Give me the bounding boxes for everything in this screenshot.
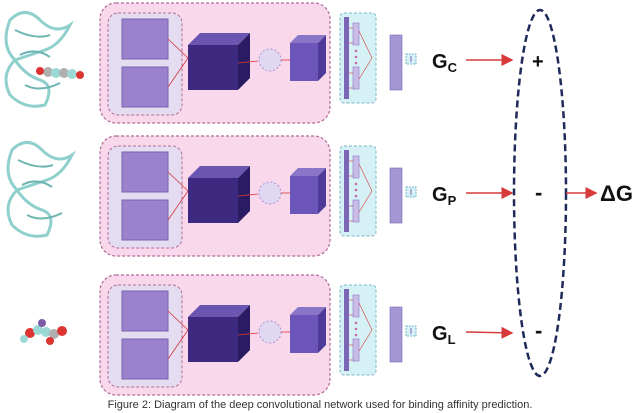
conv2-cube xyxy=(290,43,318,81)
fc-unit xyxy=(352,66,360,90)
fc-ellipsis-dot xyxy=(354,182,358,186)
sign-minus-protein: - xyxy=(535,180,542,205)
figure-caption: Figure 2: Diagram of the deep convolutio… xyxy=(107,399,533,411)
conv2-cube xyxy=(290,315,318,353)
input-channel-square xyxy=(121,151,169,193)
pooling-node xyxy=(258,181,282,205)
output-label-complex: GC xyxy=(432,51,458,75)
output-arrow xyxy=(465,326,514,339)
fc-unit xyxy=(352,294,360,318)
conv-cube xyxy=(188,45,238,90)
ligand-structure-image xyxy=(20,319,67,345)
dense-layer xyxy=(389,167,403,224)
network-row-protein: GP xyxy=(99,135,514,257)
conv-cube xyxy=(188,178,238,223)
fc-ellipsis-dot xyxy=(354,327,358,331)
fc-unit xyxy=(352,199,360,223)
conv2-cube-side xyxy=(318,168,326,214)
complex-structure-image xyxy=(4,11,84,108)
conv-cube-top xyxy=(188,33,250,45)
fc-bar xyxy=(344,289,349,371)
input-channel-square xyxy=(121,338,169,380)
fc-bar xyxy=(344,17,349,99)
dense-layer xyxy=(389,306,403,363)
fc-unit xyxy=(352,155,360,179)
output-label-protein: GP xyxy=(432,184,457,208)
fc-bar xyxy=(344,150,349,232)
sign-minus-ligand: - xyxy=(535,318,542,343)
conv2-cube-side xyxy=(318,307,326,353)
conv2-cube-top xyxy=(290,307,326,315)
protein-structure-image xyxy=(6,141,76,238)
pooling-node xyxy=(258,320,282,344)
conv2-cube xyxy=(290,176,318,214)
conv-cube-side xyxy=(238,33,250,90)
network-row-complex: GC xyxy=(99,2,514,124)
dense-layer xyxy=(389,34,403,91)
fc-ellipsis-dot xyxy=(354,333,358,337)
conv-cube-side xyxy=(238,305,250,362)
network-row-ligand: GL xyxy=(99,274,514,396)
conv2-cube-top xyxy=(290,35,326,43)
fc-ellipsis-dot xyxy=(354,188,358,192)
conv2-cube-side xyxy=(318,35,326,81)
input-channel-square xyxy=(121,66,169,108)
input-channel-square xyxy=(121,290,169,332)
pooling-node xyxy=(258,48,282,72)
fc-ellipsis-dot xyxy=(354,61,358,65)
fc-ellipsis-dot xyxy=(354,321,358,325)
input-channel-square xyxy=(121,18,169,60)
conv2-cube-top xyxy=(290,168,326,176)
conv-cube-side xyxy=(238,166,250,223)
input-channel-square xyxy=(121,199,169,241)
fc-ellipsis-dot xyxy=(354,194,358,198)
fc-ellipsis-dot xyxy=(354,55,358,59)
fc-unit xyxy=(352,338,360,362)
output-label-ligand: GL xyxy=(432,323,456,347)
fc-unit xyxy=(352,22,360,46)
fc-ellipsis-dot xyxy=(354,49,358,53)
conv-cube xyxy=(188,317,238,362)
conv-cube-top xyxy=(188,305,250,317)
sign-plus: + xyxy=(532,51,544,73)
delta-g-label: ΔG xyxy=(600,181,633,206)
conv-cube-top xyxy=(188,166,250,178)
